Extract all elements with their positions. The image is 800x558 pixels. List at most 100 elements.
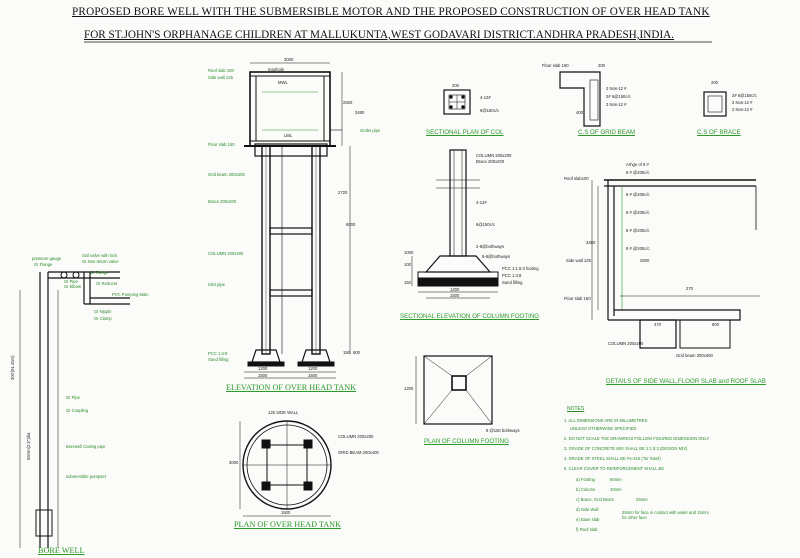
cover-base-slab: e) Base slab bbox=[576, 517, 600, 522]
note-2: 2. DO NOT SCALE THE DRAWINGS FOLLOW FIGU… bbox=[564, 436, 710, 441]
caption-side-wall: DETAILS OF SIDE WALL,FLOOR SLAB and ROOF… bbox=[606, 378, 766, 385]
footing-1200: 1200 bbox=[450, 287, 460, 292]
grid-beam-label: Grid beam 200x400 bbox=[208, 172, 245, 177]
soil-valve-label: Soil valve with lock bbox=[82, 253, 118, 258]
dim-3000: 3000 bbox=[284, 57, 294, 62]
tank-plan-1500: 1500 bbox=[281, 510, 291, 515]
brace-bot: 2 Nos-12 # bbox=[732, 107, 753, 112]
outlet-pipe-label: Outlet pipe bbox=[360, 128, 381, 133]
reducer-label: GI Reducer bbox=[96, 281, 118, 286]
side-3480: 3480 bbox=[586, 240, 596, 245]
footing-mesh1: 2-8@bothways bbox=[476, 244, 504, 249]
caption-col-plan: SECTIONAL PLAN OF COL bbox=[426, 129, 504, 136]
tank-plan-col: COLUMN 200x200 bbox=[338, 434, 374, 439]
footing-1500: 1500 bbox=[450, 293, 460, 298]
brace-top: 2 Nos-12 # bbox=[732, 100, 753, 105]
footing-brace: Brace 200x200 bbox=[476, 159, 505, 164]
footing-plan-dim: 1200 bbox=[404, 386, 414, 391]
cover-brace-val: 25mm bbox=[636, 497, 648, 502]
drawing-title-line1: PROPOSED BORE WELL WITH THE SUBMERSIBLE … bbox=[72, 6, 710, 18]
manhole-label: manhole bbox=[268, 67, 285, 72]
caption-brace: C.S OF BRACE bbox=[697, 129, 741, 136]
footing-plan-mesh: 8 @150 bothways bbox=[486, 428, 520, 433]
side-600: 600 bbox=[712, 322, 719, 327]
brace-label: Brace 200x200 bbox=[208, 199, 237, 204]
caption-footing-plan: PLAN OF COLUMN FOOTING bbox=[424, 438, 509, 445]
dim-150: 150 bbox=[343, 350, 350, 355]
footing-150: 150 bbox=[404, 280, 411, 285]
note-4: 4. GRADE OF STEEL SHALL BE Fe-415 (Tor S… bbox=[564, 456, 661, 461]
gi-coupling-label: GI Coupling bbox=[66, 408, 89, 413]
side-floor-slab: Floor slab 150 bbox=[564, 296, 591, 301]
dim-1500-left: 1500 bbox=[258, 373, 268, 378]
gi-clamp-label: GI Clamp bbox=[94, 316, 112, 321]
side-roof-slab: Roof slab100 bbox=[564, 176, 589, 181]
footing-bars: 4-12# bbox=[476, 200, 487, 205]
dim-8000: 8000 bbox=[346, 222, 356, 227]
dim-1200-right: 1200 bbox=[308, 366, 318, 371]
grid-beam-width: 200 bbox=[598, 63, 605, 68]
column-label: COLUMN 200x200 bbox=[208, 251, 244, 256]
tank-plan-wall: 125 SIDE WALL bbox=[268, 410, 299, 415]
pvc-main-label: PVC Pumping Main bbox=[112, 292, 149, 297]
caption-footing-elevation: SECTIONAL ELEVATION OF COLUMN FOOTING bbox=[400, 313, 540, 320]
col-plan-ties: 6@150c/c bbox=[480, 108, 499, 113]
grid-beam-height: 400 bbox=[576, 110, 583, 115]
dim-2500: 2500 bbox=[343, 100, 353, 105]
cover-column-val: 40mm bbox=[610, 487, 622, 492]
grid-beam-top: 2 Nos-12 # bbox=[606, 86, 627, 91]
notes-title: NOTES bbox=[567, 406, 585, 412]
col-plan-dim: 200 bbox=[452, 83, 459, 88]
caption-grid-beam: C.S OF GRID BEAM bbox=[578, 129, 636, 136]
side-470: 470 bbox=[654, 322, 661, 327]
cover-brace: c) Brace, Grid Beam bbox=[576, 497, 614, 502]
footing-1000: 1000 bbox=[404, 250, 414, 255]
cover-column: b) Column bbox=[576, 487, 596, 492]
dim-1200-left: 1200 bbox=[258, 366, 268, 371]
cover-roof-slab: f) Roof slab bbox=[576, 527, 598, 532]
grid-beam-slab: Floor slab 150 bbox=[542, 63, 569, 68]
grid-beam-mid: 2# 6@150c/c bbox=[606, 94, 631, 99]
dim-600: 600 bbox=[353, 350, 360, 355]
side-r1: 8 # @200c/c bbox=[626, 170, 650, 175]
roof-slab-label: Roof slab 100 bbox=[208, 68, 234, 73]
note-1b: UNLESS OTHERWISE SPECIFIED bbox=[570, 426, 637, 431]
depth-label: 300'(91.45m) bbox=[10, 355, 15, 380]
side-column: COLUMN 200x200 bbox=[608, 341, 644, 346]
side-r2: 8 # @200c/c bbox=[626, 192, 650, 197]
non-return-valve-label: GI Non-return valve bbox=[82, 259, 119, 264]
dim-1500-right: 1500 bbox=[308, 373, 318, 378]
side-r4: 8 # @200c/c bbox=[626, 228, 650, 233]
footing-pcc: PCC 1:1.5:3 footing bbox=[502, 266, 539, 271]
gi-flange-label: GI Flange bbox=[34, 262, 53, 267]
side-grid-beam: Grid beam 200x400 bbox=[676, 353, 713, 358]
borewell-casing-label: Borewell Casing pipe bbox=[66, 444, 106, 449]
footing-ties: 6@150c/c bbox=[476, 222, 495, 227]
cover-footing: a) Footing bbox=[576, 477, 595, 482]
floor-slab-label: Floor slab 150 bbox=[208, 142, 235, 147]
dim-2720: 2720 bbox=[338, 190, 348, 195]
gi-elbow-label: GI Elbow bbox=[64, 284, 81, 289]
note-3: 3. GRADE OF CONCRETE MIX SHALL BE 1:1.5:… bbox=[564, 446, 688, 451]
side-270: 270 bbox=[686, 286, 693, 291]
lwl-label: LWL bbox=[284, 133, 293, 138]
note-5: 5. CLEAR COVER TO REINFORCEMENT SHALL BE bbox=[564, 466, 665, 471]
mwl-label: MWL bbox=[278, 80, 288, 85]
pressure-gauge-label: pressure gauge bbox=[32, 256, 62, 261]
submersible-label: submersible pumpset bbox=[66, 474, 106, 479]
side-r5: 8 # @200c/c bbox=[626, 246, 650, 251]
cover-footing-val: 50mm bbox=[610, 477, 622, 482]
brace-width: 200 bbox=[711, 80, 718, 85]
brace-stirrups: 2# 6@150c/c bbox=[732, 93, 757, 98]
drawing-title-line2: FOR ST.JOHN'S ORPHANAGE CHILDREN AT MALL… bbox=[84, 29, 675, 41]
tank-plan-dia: 3000 bbox=[229, 460, 239, 465]
side-wall-thickness: Side wall 125 bbox=[566, 258, 591, 263]
footing-sand: Sand filling bbox=[502, 280, 523, 285]
footing-pcc2: PCC 1:4:8 bbox=[502, 273, 522, 278]
tank-plan-beam: GRID BEAM 200x400 bbox=[338, 450, 379, 455]
col-plan-bars: 4-12# bbox=[480, 95, 491, 100]
gi-pipe2-label: GI Pipe bbox=[66, 395, 80, 400]
dia-label: 65mm(2.5")dia bbox=[26, 432, 31, 460]
side-2500: 2500 bbox=[640, 258, 650, 263]
